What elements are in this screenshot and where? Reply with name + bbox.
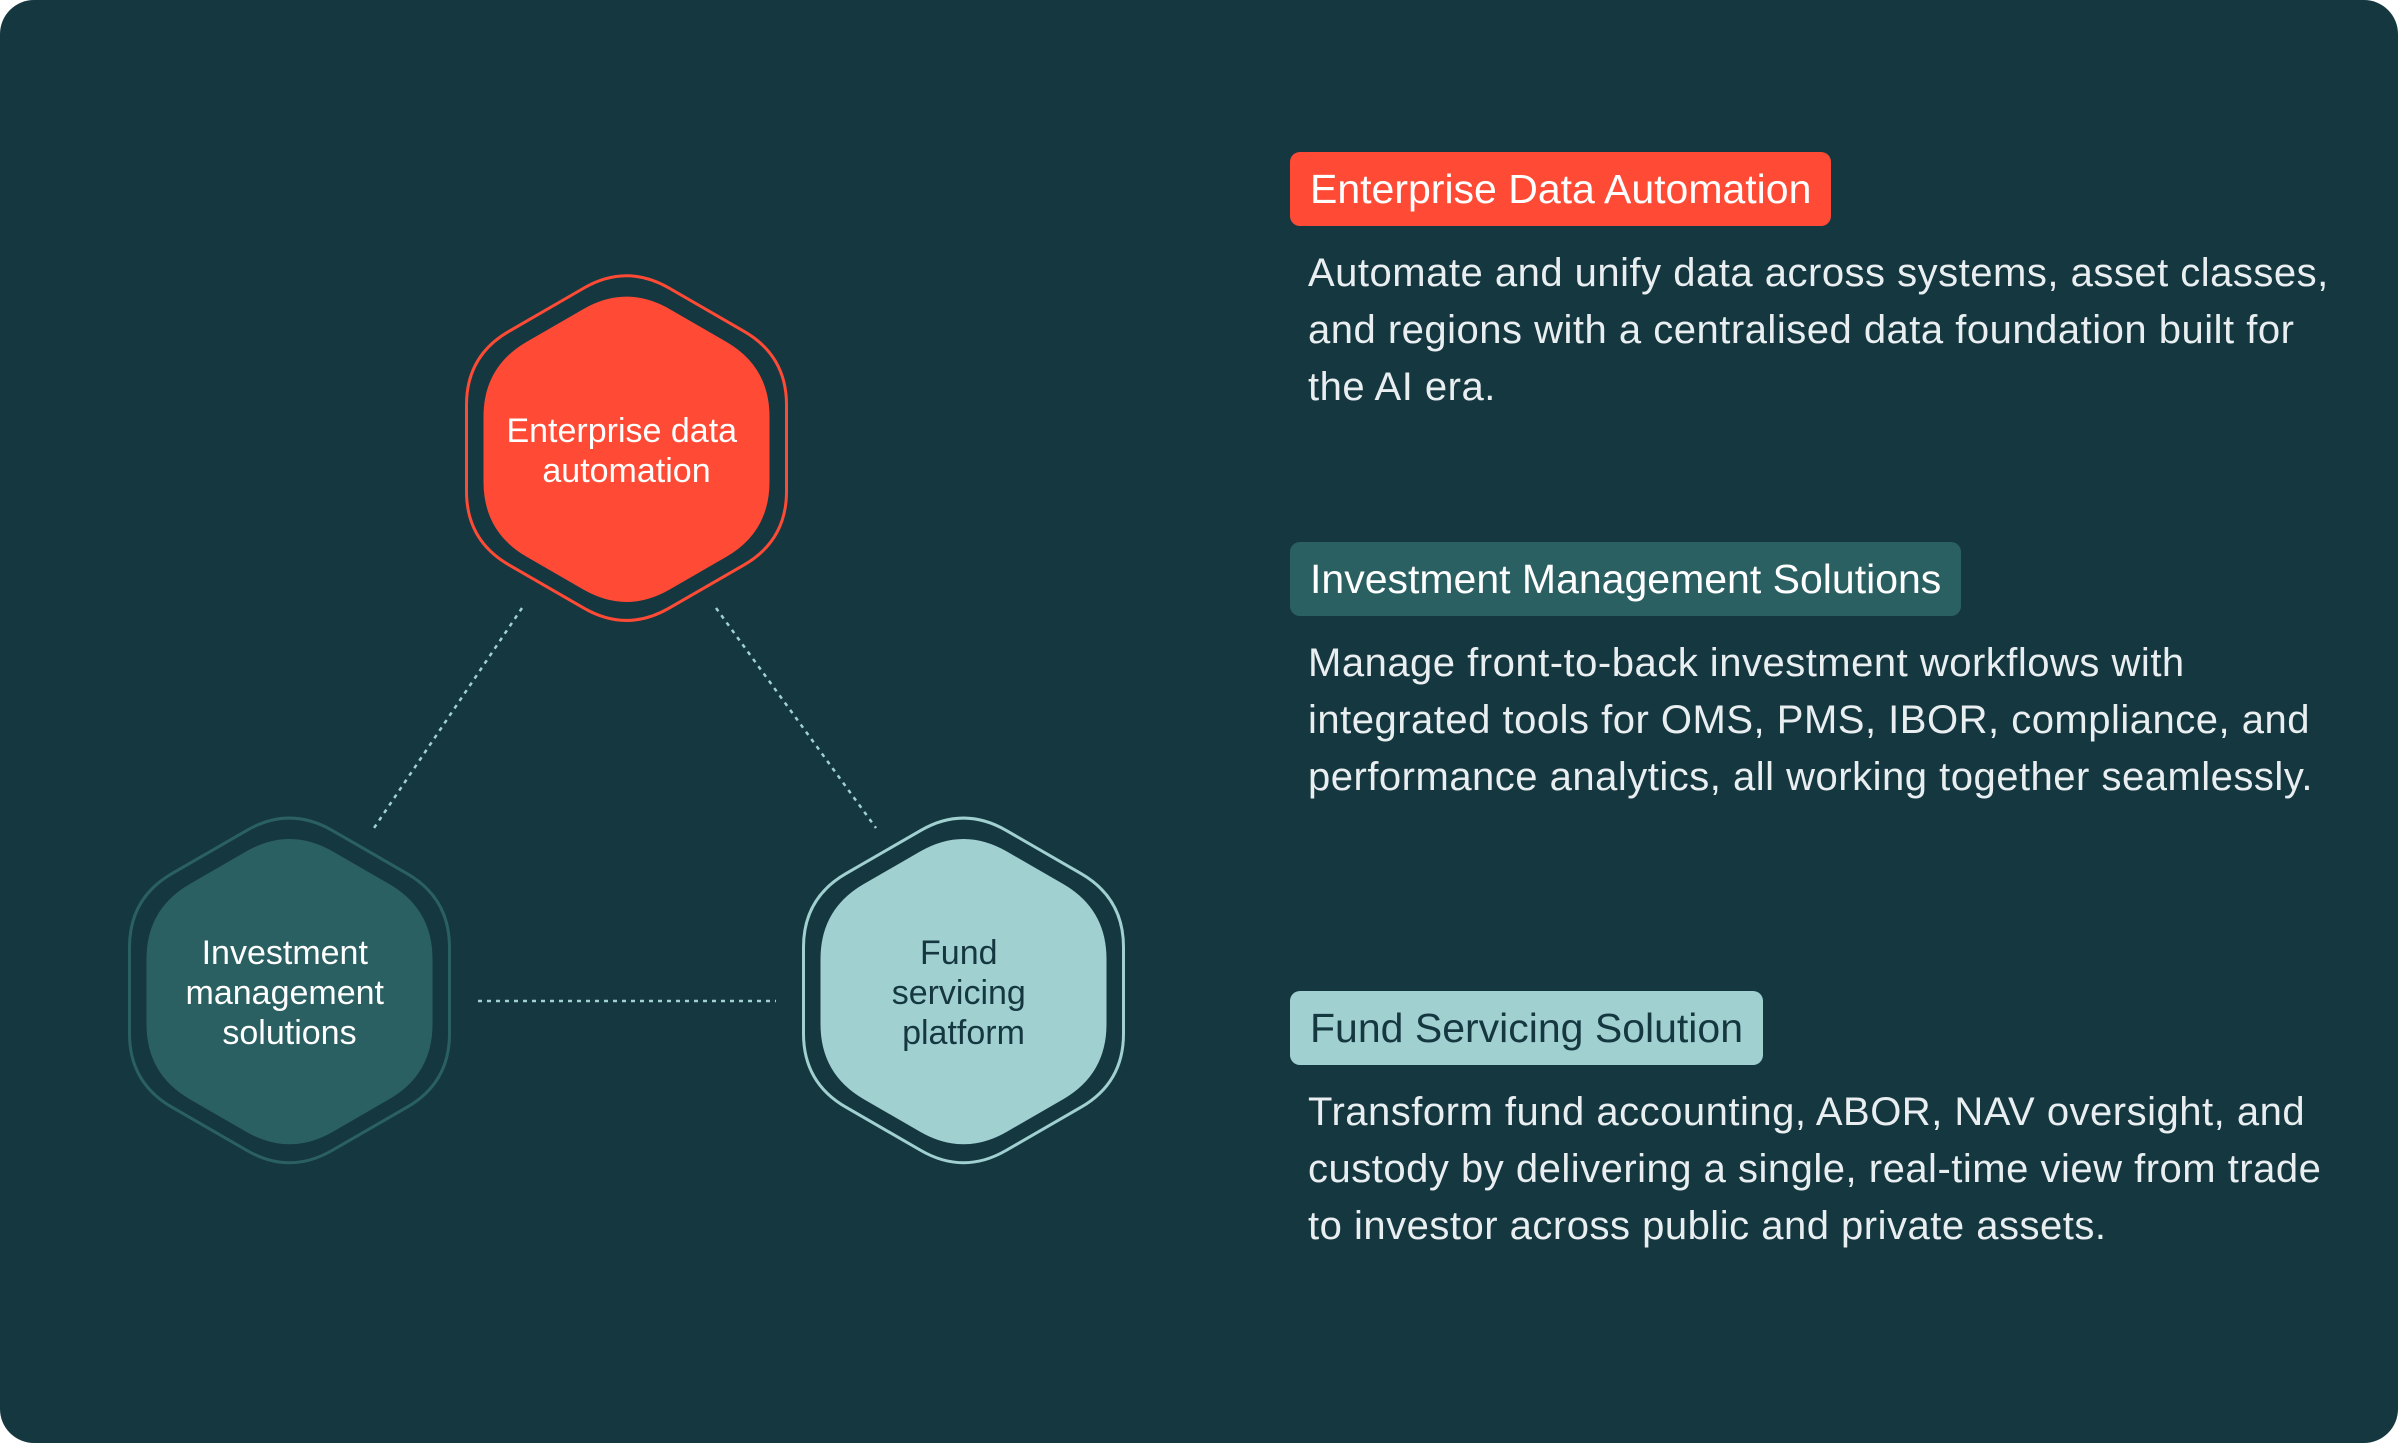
node-label-line: servicing <box>892 974 1026 1012</box>
node-label-line: Investment <box>202 934 369 972</box>
section-title-badge: Fund Servicing Solution <box>1290 991 1764 1065</box>
section-fund-servicing-solution: Fund Servicing Solution Transform fund a… <box>1290 991 2330 1255</box>
svg-text:Enterprise data automa: Enterprise data automation <box>506 412 746 490</box>
hex-body <box>820 838 1107 1145</box>
section-description: Transform fund accounting, ABOR, NAV ove… <box>1308 1090 2322 1248</box>
solutions-description-column: Enterprise Data Automation Automate and … <box>1290 0 2330 1443</box>
svg-text:Investment management: Investment management solutions <box>186 934 394 1052</box>
section-title-badge: Enterprise Data Automation <box>1290 152 1832 226</box>
node-label-line: management <box>186 974 385 1012</box>
section-description: Manage front-to-back investment workflow… <box>1308 641 2313 799</box>
node-label-line: Fund <box>920 934 998 972</box>
node-enterprise-data-automation: Enterprise data automation <box>465 274 788 622</box>
node-investment-management-solutions: Investment management solutions <box>128 816 451 1165</box>
hex-ring <box>465 274 788 622</box>
connector-top-right <box>714 607 878 829</box>
section-title-badge: Investment Management Solutions <box>1290 542 1962 616</box>
node-label-line: platform <box>902 1014 1025 1052</box>
section-enterprise-data-automation: Enterprise Data Automation Automate and … <box>1290 152 2330 416</box>
hexagon-diagram: Enterprise data automation Investment ma… <box>128 274 1125 1165</box>
section-description: Automate and unify data across systems, … <box>1308 251 2329 409</box>
connector-top-left <box>372 607 524 829</box>
svg-text:Fund servicing: Fund servicing platform <box>892 934 1036 1052</box>
hex-body <box>483 296 770 602</box>
hex-ring <box>128 816 451 1165</box>
node-label-line: solutions <box>222 1014 356 1052</box>
node-label-line: automation <box>542 452 710 490</box>
section-investment-management-solutions: Investment Management Solutions Manage f… <box>1290 542 2330 806</box>
node-fund-servicing-platform: Fund servicing platform <box>802 816 1125 1165</box>
hex-ring <box>802 816 1125 1165</box>
node-label-line: Enterprise data <box>506 412 737 450</box>
hex-body <box>146 838 433 1145</box>
